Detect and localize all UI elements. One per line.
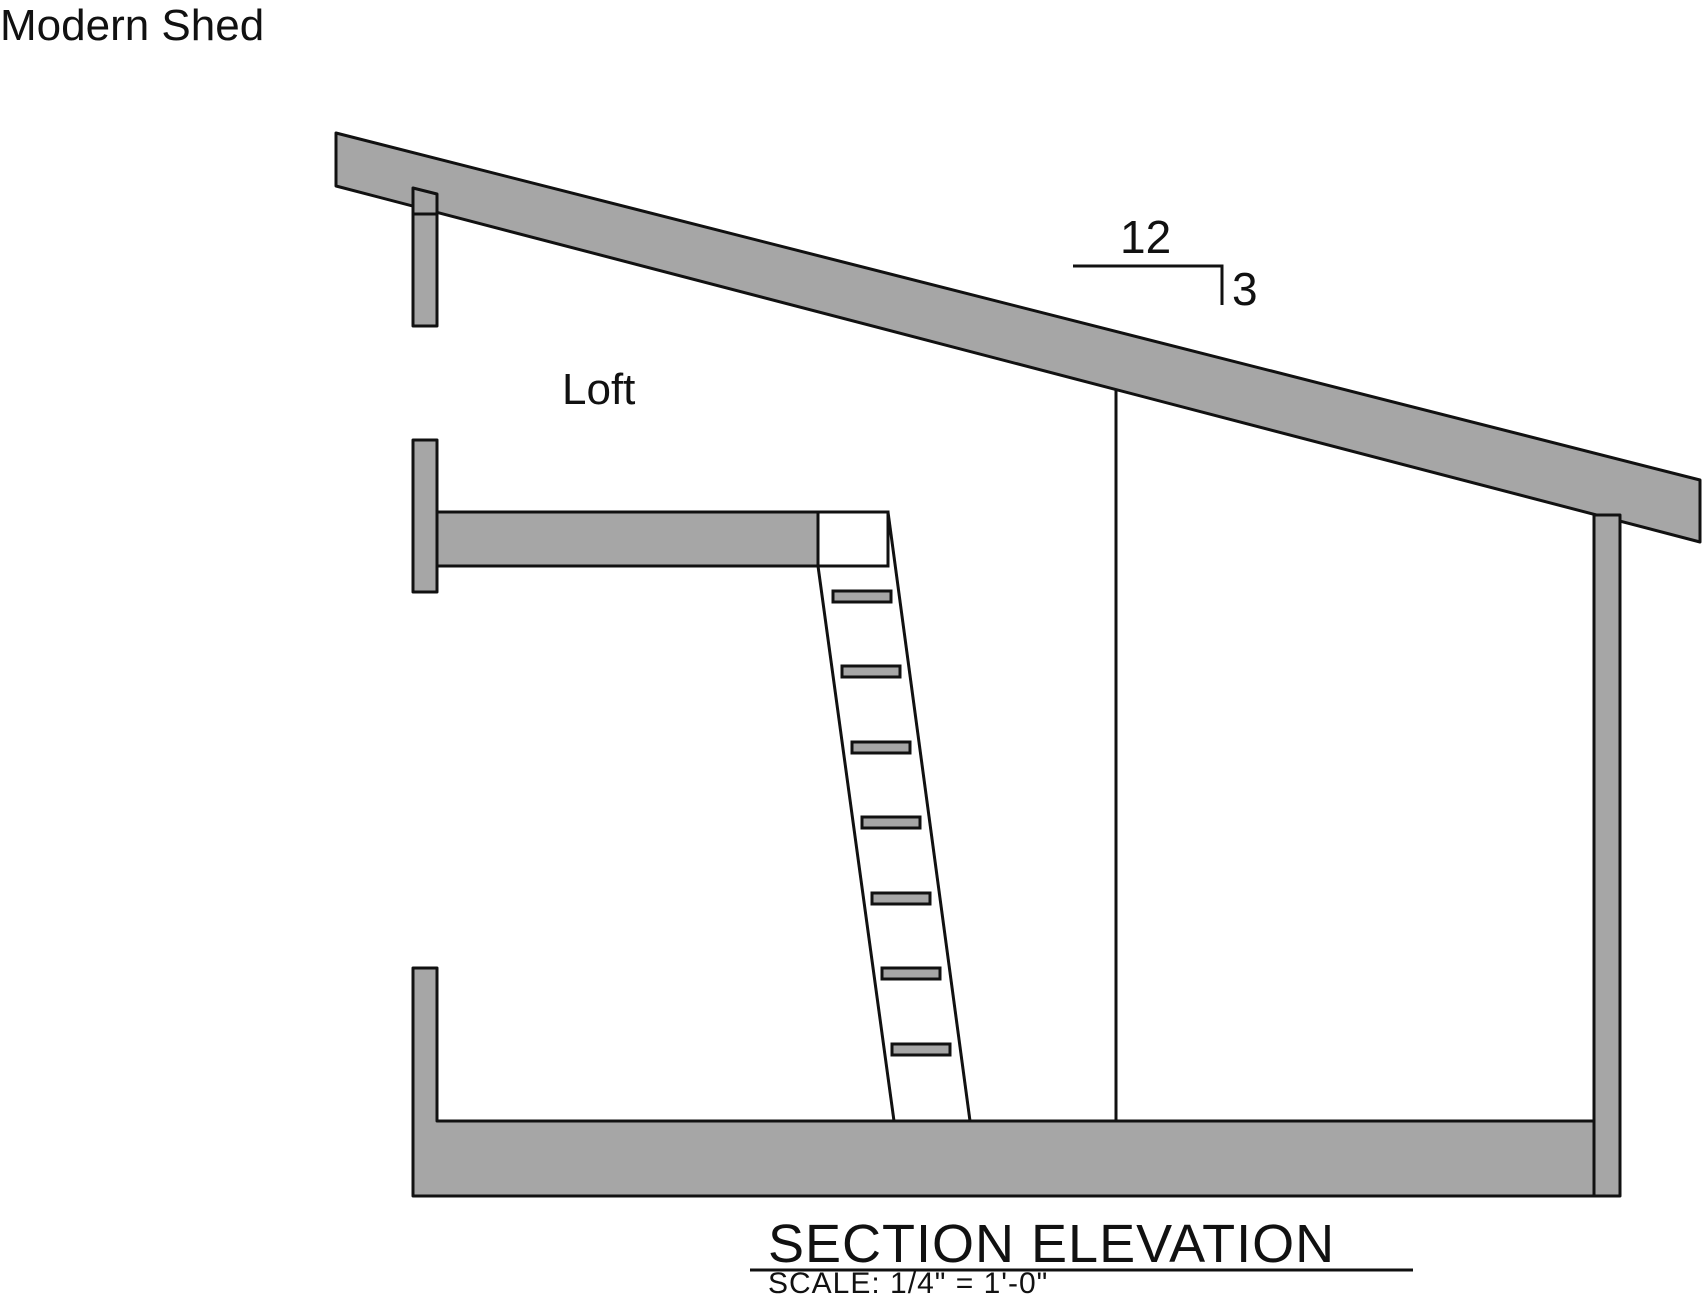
- pitch-triangle-lines: [1073, 264, 1224, 305]
- roof-pitch-indicator: 12 3: [1073, 211, 1258, 315]
- loft-wall-stub: [411, 438, 439, 594]
- ladder-rung: [831, 589, 893, 604]
- ladder-rung: [840, 664, 902, 679]
- ladder-rung: [850, 740, 912, 755]
- left-upper-wall-junction: [411, 186, 439, 216]
- ladder-rung: [890, 1042, 952, 1057]
- left-upper-wall: [411, 194, 439, 328]
- ladder-left-rail: [816, 565, 896, 1122]
- right-wall: [1592, 513, 1622, 1198]
- roof-slab: [334, 131, 1702, 544]
- ladder-rung: [870, 891, 932, 906]
- pitch-run-label: 12: [1120, 211, 1171, 263]
- ladder-rungs: [831, 589, 952, 1057]
- section-elevation-title: SECTION ELEVATION: [768, 1214, 1335, 1274]
- loft-label: Loft: [562, 365, 635, 414]
- floor-slab-and-lower-left-wall: [411, 966, 1596, 1198]
- ladder-rung: [880, 966, 942, 981]
- pitch-rise-label: 3: [1232, 263, 1258, 315]
- ladder-right-rail: [886, 511, 972, 1122]
- ladder-top-cap: [816, 510, 890, 568]
- scale-note: SCALE: 1/4" = 1'-0": [768, 1267, 1048, 1297]
- ladder-rung: [860, 815, 922, 830]
- drawing-sheet-title: Modern Shed: [0, 1, 264, 50]
- loft-floor: [435, 510, 820, 568]
